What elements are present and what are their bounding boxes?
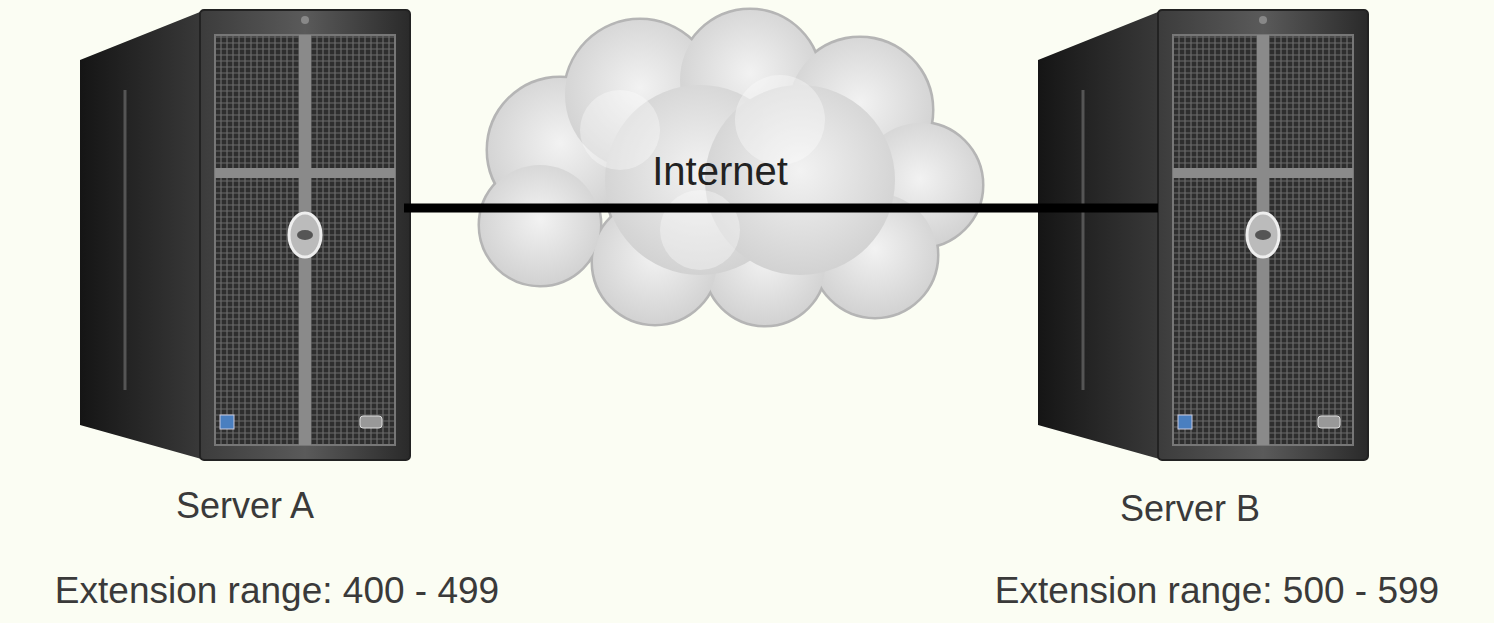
internet-cloud: Internet xyxy=(520,30,980,310)
server-name: Server B xyxy=(1120,488,1260,529)
server-tower xyxy=(1038,10,1368,460)
server-node: Server AExtension range: 400 - 499 xyxy=(200,10,410,460)
extension-range: Extension range: 400 - 499 xyxy=(55,570,499,613)
server-name: Server A xyxy=(176,485,314,526)
server-node: Server BExtension range: 500 - 599 xyxy=(1158,10,1368,460)
cloud-outline xyxy=(480,10,982,325)
cloud-label: Internet xyxy=(652,148,788,194)
extension-range: Extension range: 500 - 599 xyxy=(995,570,1439,613)
server-tower xyxy=(80,10,410,460)
network-link xyxy=(404,204,1158,213)
